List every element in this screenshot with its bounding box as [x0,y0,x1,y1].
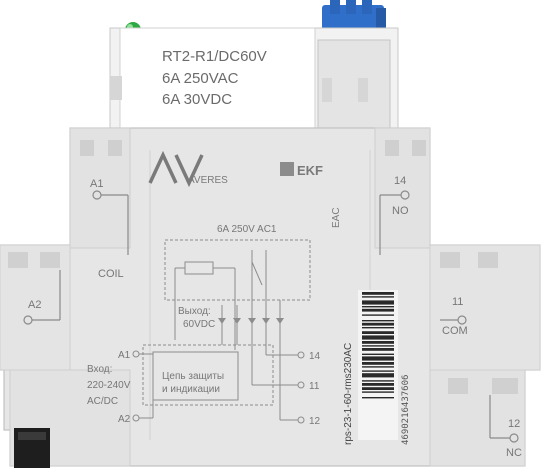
schematic-pin-14: 14 [309,351,321,362]
relay-model: RT2-R1/DC60V [162,48,267,65]
schematic-input-label: Вход: [87,364,112,375]
schematic-input-type: AC/DC [87,396,118,407]
terminal-label-com: COM [442,325,468,337]
barcode-bar [362,292,394,295]
relay-rating-dc: 6A 30VDC [162,91,232,108]
schematic-protection-line2: и индикации [162,384,220,395]
barcode-bar [362,331,394,334]
terminal-label-11: 11 [452,296,463,308]
barcode-bar [362,380,394,382]
schematic-pin-a1: A1 [118,350,131,361]
barcode-bar [362,348,394,351]
schematic-pin-a2: A2 [118,414,131,425]
ekf-logo: EKF [280,162,323,178]
barcode-bar [362,322,394,326]
averes-logo-text: AVERES [188,175,228,186]
barcode-bar [362,391,394,393]
barcode-bar [362,356,394,361]
barcode-bar [362,366,394,368]
barcode-bar [362,308,394,312]
barcode-bar [362,300,394,305]
barcode-bar [362,296,394,298]
terminal-label-no: NO [392,205,409,217]
barcode-bar [362,387,394,390]
housing [0,127,541,468]
barcode-bar [362,327,394,329]
schematic-protection-line1: Цепь защиты [162,371,224,382]
barcode-bar [362,345,394,347]
terminal-label-a1: A1 [90,178,103,190]
product-code: rps-23-1-60-rms230AC [343,343,354,445]
terminal-label-nc: NC [506,447,522,459]
schematic-input-value: 220-240V [87,380,131,391]
barcode-bar [362,320,394,322]
averes-logo: AVERES [148,150,228,188]
barcode-bar [362,383,394,386]
barcode-bar [362,353,394,355]
ekf-logo-text: EKF [297,163,323,178]
schematic-output-label: Выход: [178,306,211,317]
schematic-pin-12: 12 [309,416,321,427]
barcode-bar [362,370,394,372]
barcode-bar [362,306,394,308]
schematic-pin-11: 11 [309,381,320,392]
barcode-bar [362,362,394,365]
terminal-label-12: 12 [508,418,520,430]
barcode-bar [362,335,394,340]
relay-rating-ac: 6A 250VAC [162,70,239,87]
barcode-bar [362,373,394,378]
barcode-bar [362,314,394,316]
barcode-number: 4690216437606 [401,375,411,445]
relay-cover [109,27,399,137]
barcode-bar [362,341,394,344]
barcode-bar [362,397,394,399]
terminal-label-a2: A2 [28,299,41,311]
terminal-markers [23,190,519,443]
schematic-rating: 6A 250V AC1 [217,224,277,235]
terminal-label-coil: COIL [98,268,124,280]
eac-mark: EAC [331,207,342,228]
diode-arrows [218,318,284,324]
barcode [358,290,398,440]
terminal-label-14: 14 [394,175,406,187]
schematic-output-value: 60VDC [183,319,215,330]
